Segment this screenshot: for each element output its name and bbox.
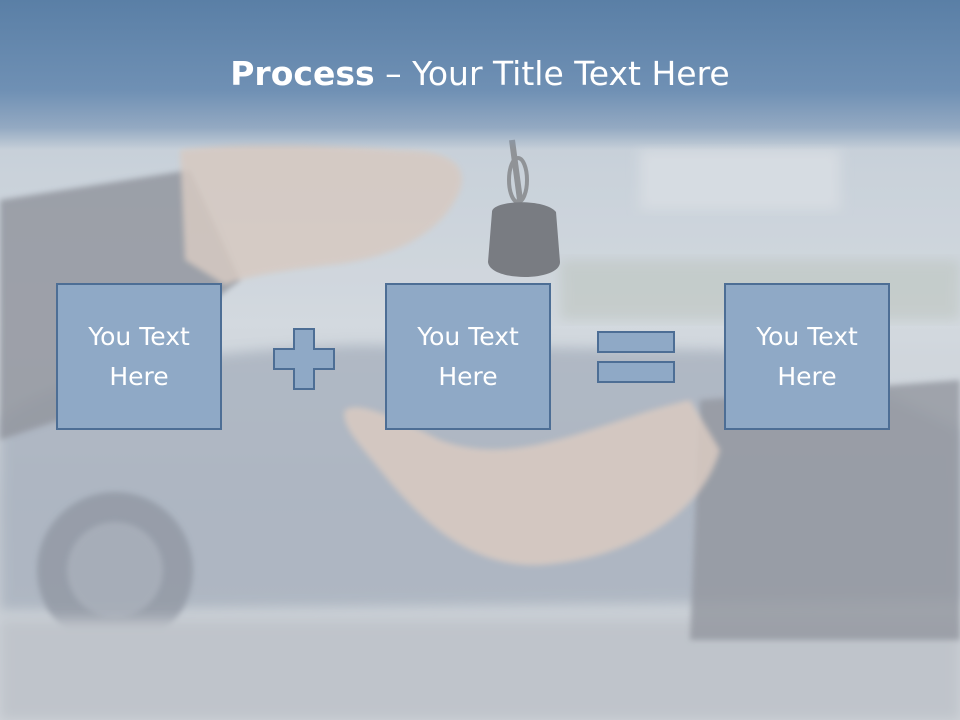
process-box-3-text: You Text Here xyxy=(756,321,858,391)
slide-title: Process – Your Title Text Here xyxy=(0,52,960,96)
process-box-1-text: You Text Here xyxy=(88,321,190,391)
title-band xyxy=(0,0,960,150)
title-rest: – Your Title Text Here xyxy=(374,54,730,93)
title-bold: Process xyxy=(230,54,375,93)
process-box-3[interactable]: You Text Here xyxy=(724,283,890,430)
equals-icon xyxy=(597,331,675,383)
process-box-2-text: You Text Here xyxy=(417,321,519,391)
plus-icon xyxy=(273,328,335,390)
process-box-1[interactable]: You Text Here xyxy=(56,283,222,430)
process-box-2[interactable]: You Text Here xyxy=(385,283,551,430)
